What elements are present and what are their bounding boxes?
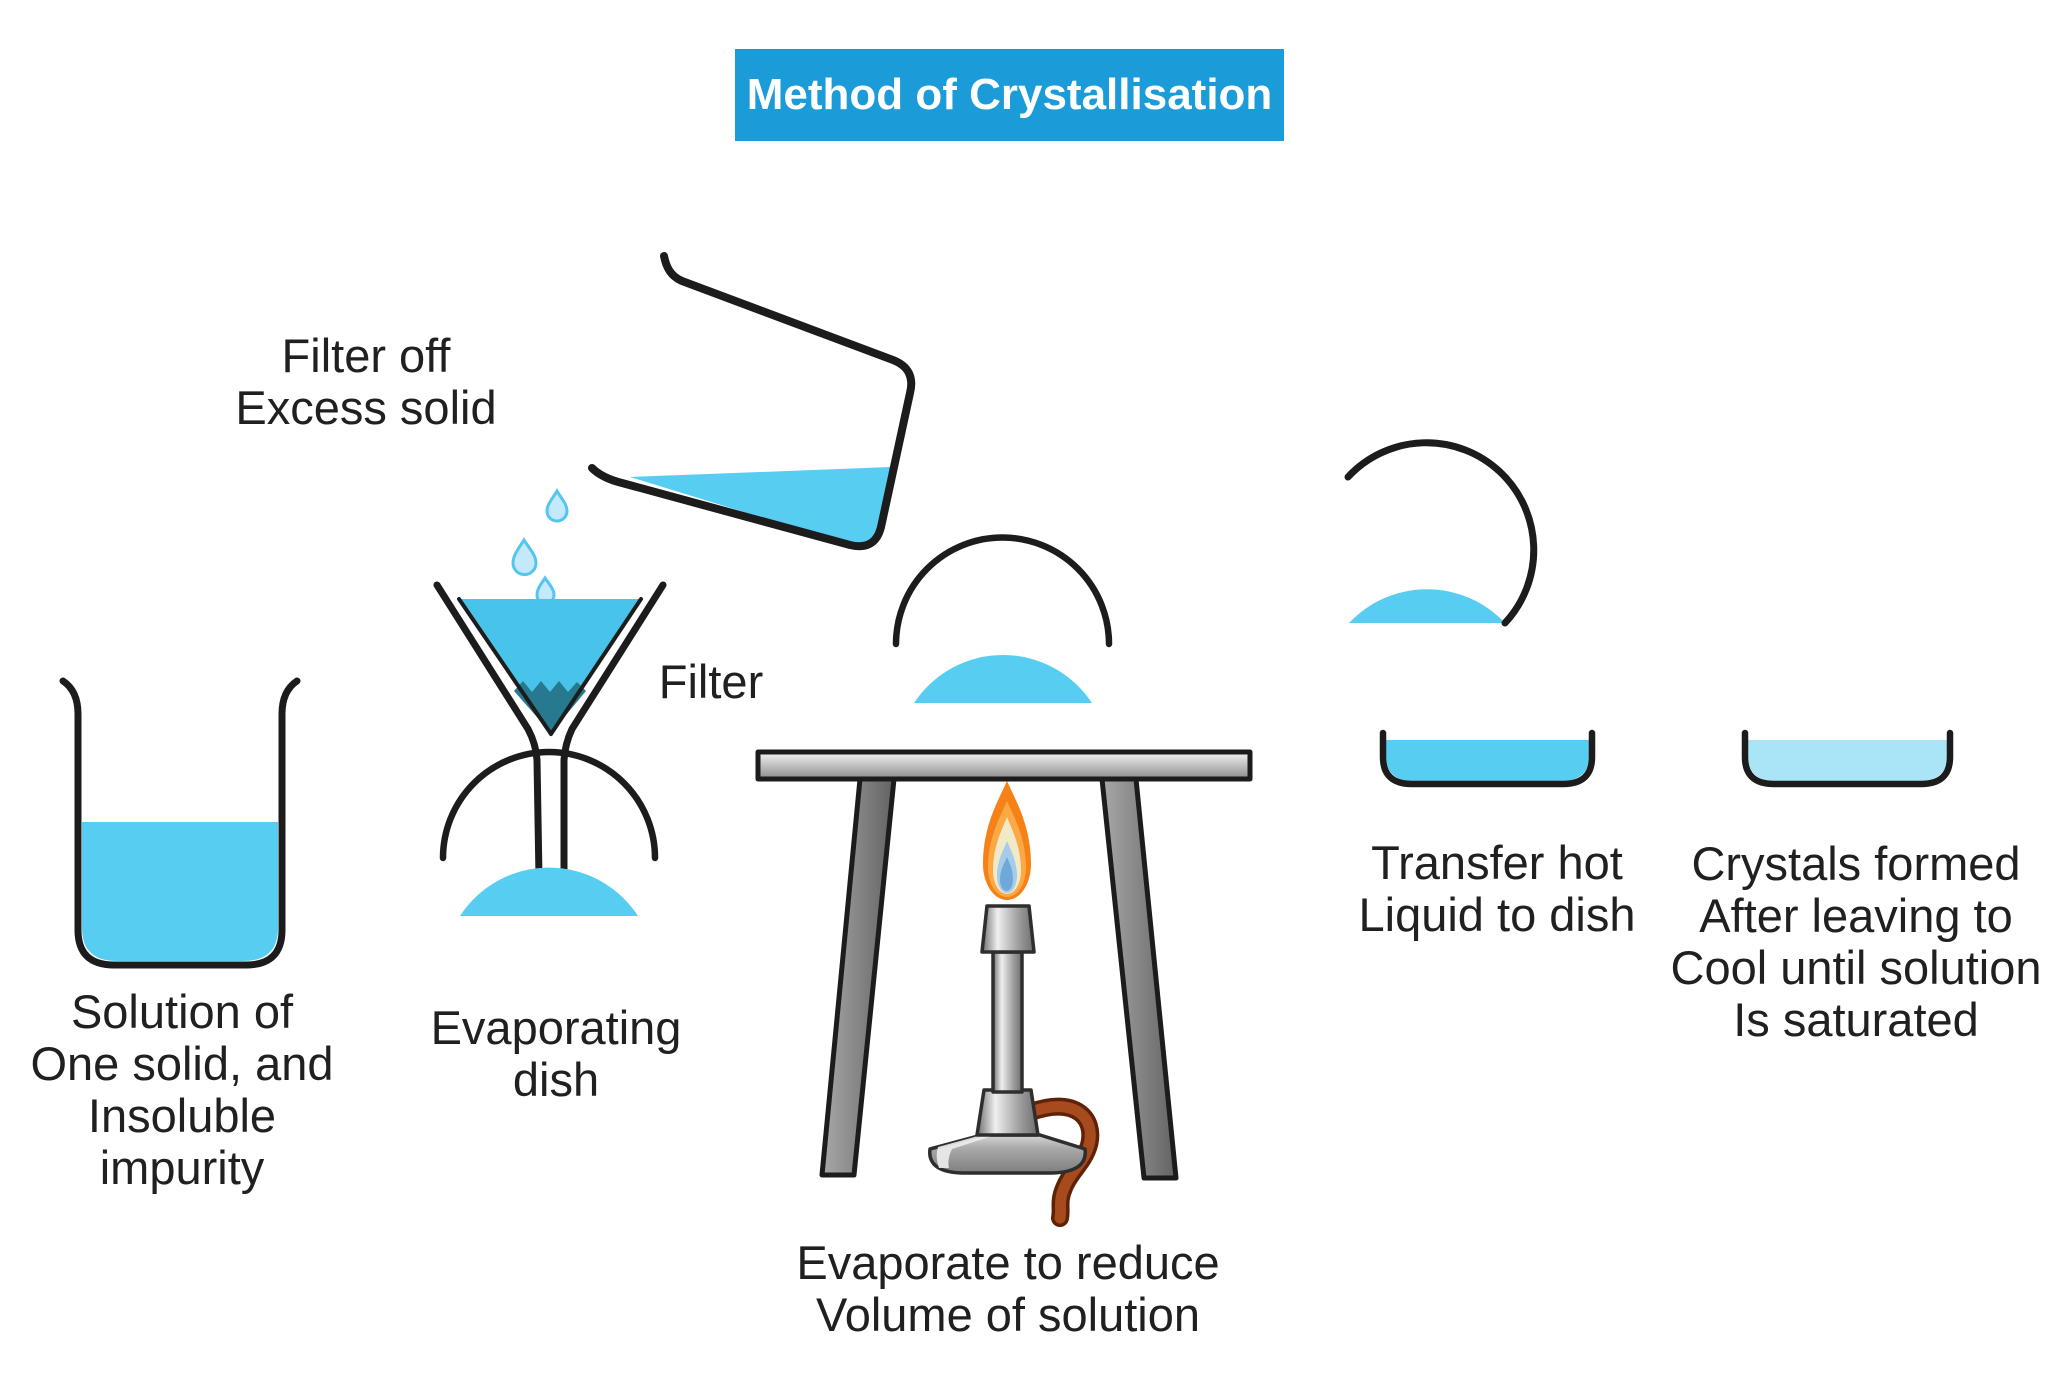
funnel-glass-left xyxy=(433,581,543,881)
pouring-beaker-outline xyxy=(588,252,916,551)
label-line: Excess solid xyxy=(235,381,497,434)
beaker-liquid xyxy=(82,822,278,961)
diagram-title-text: Method of Crystallisation xyxy=(746,70,1273,119)
label-crystals: Crystals formed After leaving to Cool un… xyxy=(1671,838,2042,1046)
funnel-residue xyxy=(514,681,586,733)
funnel-glass-right xyxy=(560,581,667,881)
drop-icon xyxy=(511,537,538,576)
evaporating-dish-outline xyxy=(439,748,659,862)
crystallising-dish-outline xyxy=(1741,729,1954,788)
burner-nozzle xyxy=(980,904,1036,954)
label-line: Filter off xyxy=(281,329,451,382)
transfer-dish-liquid xyxy=(1386,740,1589,781)
burner-base-highlight xyxy=(936,1136,992,1168)
filter-paper-left-edge xyxy=(457,597,553,736)
diagram-title: Method of Crystallisation xyxy=(735,49,1284,141)
label-line: Crystals formed xyxy=(1691,837,2021,890)
label-solution: Solution of One solid, and Insoluble imp… xyxy=(30,986,333,1194)
label-evaporate: Evaporate to reduce Volume of solution xyxy=(796,1237,1219,1341)
flame-icon xyxy=(983,781,1031,900)
label-line: Transfer hot xyxy=(1371,836,1623,889)
bubble xyxy=(1026,705,1042,721)
label-line: Liquid to dish xyxy=(1358,888,1636,941)
burner-barrel xyxy=(991,950,1024,1094)
tilted-dish-outline xyxy=(1344,439,1538,627)
label-line: One solid, and xyxy=(30,1037,334,1090)
bubble xyxy=(963,703,981,721)
tripod-top-bar xyxy=(755,749,1253,782)
transfer-dish xyxy=(1379,729,1596,788)
drop-icon xyxy=(545,487,569,523)
crystallising-dish xyxy=(1741,729,1954,788)
label-line: Solution of xyxy=(70,985,294,1038)
pouring-beaker xyxy=(588,252,916,551)
tripod-stand xyxy=(755,749,1253,1181)
label-line: After leaving to xyxy=(1699,889,2013,942)
evaporating-dish-liquid xyxy=(460,867,638,916)
bunsen-burner xyxy=(928,781,1100,1227)
boiling-dish-with-bubbles xyxy=(892,534,1113,750)
beaker-outline xyxy=(59,677,301,969)
burner-base xyxy=(928,1133,1087,1175)
label-line: Is saturated xyxy=(1733,993,1979,1046)
label-transfer: Transfer hot Liquid to dish xyxy=(1359,837,1636,941)
bubble xyxy=(980,734,996,750)
tilted-dish-liquid xyxy=(1349,589,1505,623)
label-line: Cool until solution xyxy=(1670,941,2042,994)
label-line: impurity xyxy=(99,1141,265,1194)
boiling-dish-liquid xyxy=(914,654,1092,703)
liquid-drops xyxy=(511,487,569,605)
pouring-beaker-liquid xyxy=(630,467,891,547)
tripod-right-leg xyxy=(1099,776,1179,1181)
bubble xyxy=(1054,711,1070,727)
tripod-left-leg xyxy=(819,776,897,1178)
evaporating-dish xyxy=(439,748,659,916)
label-line: Filter xyxy=(658,655,764,708)
filter-paper-right-edge xyxy=(549,597,643,736)
filter-funnel-with-residue xyxy=(433,581,667,881)
beaker-with-solution xyxy=(59,677,301,969)
label-line: Evaporate to reduce xyxy=(796,1236,1220,1289)
tilted-pouring-dish xyxy=(1344,439,1538,627)
label-line: dish xyxy=(512,1053,600,1106)
flame-core xyxy=(1000,857,1013,891)
burner-collar xyxy=(975,1088,1040,1137)
crystallising-dish-liquid xyxy=(1748,740,1947,781)
bubble xyxy=(996,712,1012,728)
label-filter: Filter xyxy=(659,656,763,708)
bubble xyxy=(948,731,962,745)
bubble xyxy=(1040,727,1054,741)
label-line: Volume of solution xyxy=(815,1288,1201,1341)
bubble xyxy=(930,711,946,727)
bubble xyxy=(1011,732,1025,746)
label-line: Insoluble xyxy=(87,1089,277,1142)
label-filter-off: Filter off Excess solid xyxy=(235,330,496,434)
label-line: Evaporating xyxy=(430,1001,682,1054)
boiling-dish-outline xyxy=(892,534,1113,648)
label-evaporating-dish: Evaporating dish xyxy=(431,1002,682,1106)
transfer-dish-outline xyxy=(1379,729,1596,788)
funnel-liquid xyxy=(459,599,641,734)
